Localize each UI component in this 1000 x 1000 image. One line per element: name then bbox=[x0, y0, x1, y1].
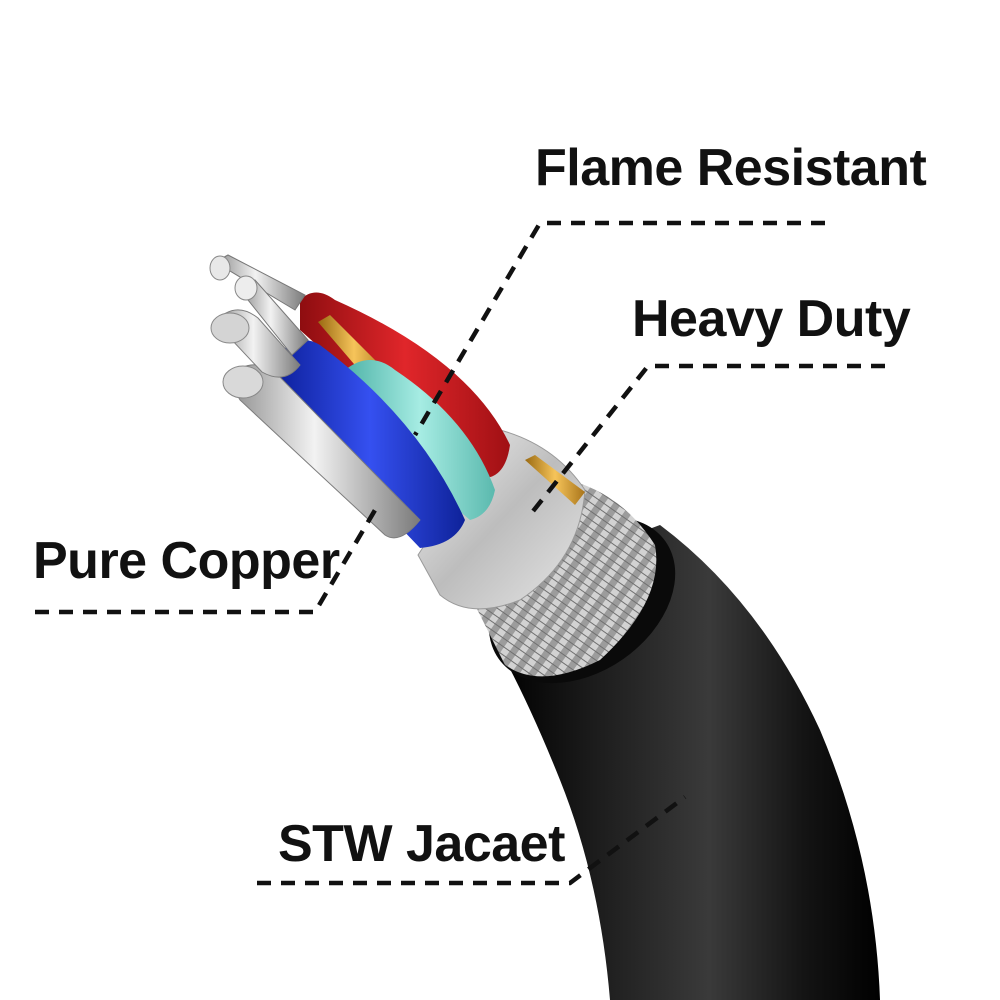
pin-mid-end bbox=[234, 275, 258, 301]
blue-wire bbox=[275, 340, 465, 548]
heavy-duty-leader bbox=[528, 363, 885, 517]
conductor-end-lower bbox=[222, 365, 264, 399]
pure-copper-leader bbox=[35, 503, 380, 615]
heavy-duty-label: Heavy Duty bbox=[632, 290, 911, 348]
braided-shield bbox=[470, 478, 657, 677]
stw-jacket-leader bbox=[257, 795, 687, 886]
conductor-end-upper bbox=[210, 312, 250, 344]
stw-jacket-label: STW Jacaet bbox=[278, 815, 565, 873]
pure-copper-label: Pure Copper bbox=[33, 532, 340, 590]
flame-resistant-label: Flame Resistant bbox=[535, 139, 927, 197]
pin-top-end bbox=[209, 255, 231, 281]
